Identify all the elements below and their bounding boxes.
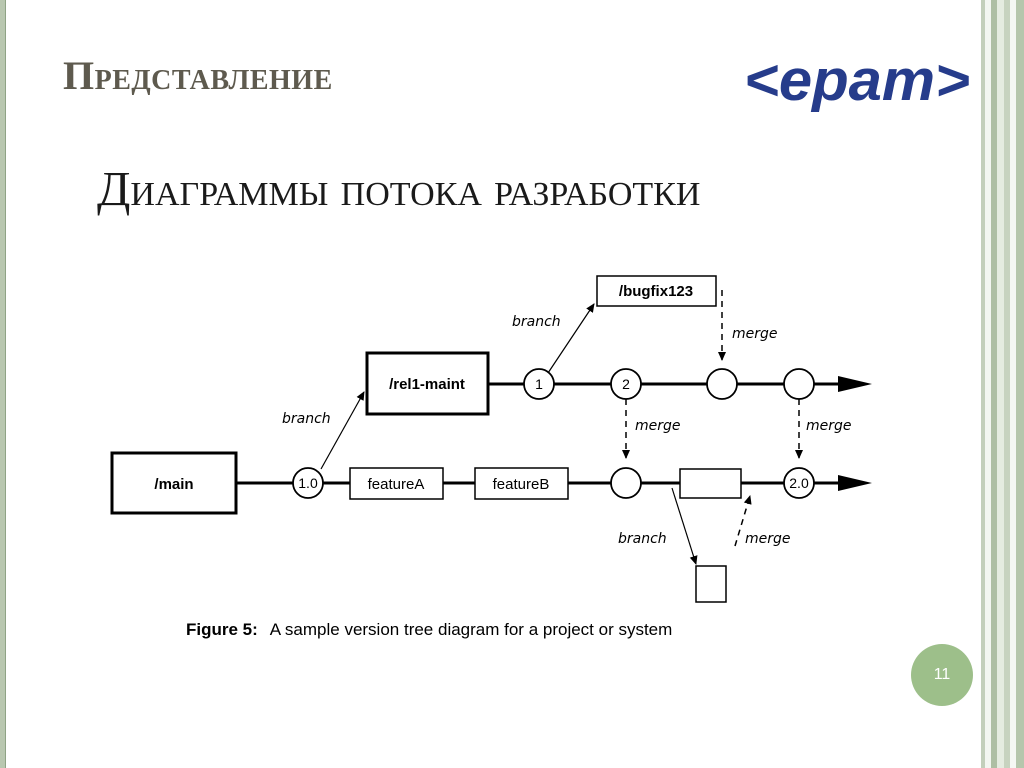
rel1-arrowhead [838, 376, 872, 392]
box-main-label: /main [154, 476, 193, 493]
edge-label-merge-sub: merge [745, 531, 791, 547]
caption-label: Figure 5: [186, 620, 258, 639]
box-bugfix123-label: /bugfix123 [619, 283, 693, 300]
edge-label-merge-rel1-end: merge [806, 418, 852, 434]
node-1-label: 1 [535, 376, 543, 392]
caption-text: A sample version tree diagram for a proj… [270, 620, 673, 639]
version-tree-diagram: /main /rel1-maint /bugfix123 featureA fe… [110, 275, 872, 639]
box-main [110, 451, 238, 515]
box-featureB-label: featureB [493, 476, 550, 493]
node-2 [610, 368, 642, 400]
slide-title: Диаграммы потока разработки [97, 161, 701, 216]
node-2-0 [783, 467, 815, 499]
frame-right-border [978, 0, 1024, 768]
slide-kicker: Представление [63, 53, 333, 98]
box-featureA-label: featureA [368, 476, 425, 493]
diagram-caption: Figure 5: A sample version tree diagram … [186, 620, 672, 639]
edge-label-branch-sub: branch [618, 531, 667, 547]
frame-left-border [0, 0, 6, 768]
node-1 [523, 368, 555, 400]
box-featureA [349, 467, 444, 500]
epam-logo: <epam> [744, 50, 970, 112]
branch-arrow-sub [671, 487, 698, 565]
node-2-0-label: 2.0 [789, 475, 809, 491]
node-1-0-label: 1.0 [298, 475, 318, 491]
logo-wordmark: <epam> [744, 50, 970, 112]
page-number-badge: 11 [911, 644, 973, 706]
edge-label-merge-bugfix: merge [732, 326, 778, 342]
node-1-0 [292, 467, 324, 499]
merge-arrow-sub [734, 495, 752, 547]
box-unlabeled-sub [695, 565, 727, 603]
main-arrowhead [838, 475, 872, 491]
edge-label-branch-bugfix: branch [512, 314, 561, 330]
edge-label-merge-rel1-2: merge [635, 418, 681, 434]
node-2-label: 2 [622, 376, 630, 392]
page-number: 11 [933, 666, 951, 683]
box-bugfix123 [596, 275, 717, 307]
box-rel1-maint-label: /rel1-maint [389, 376, 465, 393]
node-merge-rel1 [706, 368, 738, 400]
box-rel1-maint [365, 351, 490, 416]
branch-arrow-bugfix [547, 303, 595, 374]
box-unlabeled-main [679, 468, 742, 499]
box-featureB [474, 467, 569, 500]
branch-arrow-rel1 [320, 391, 365, 470]
node-end-rel1 [783, 368, 815, 400]
edge-label-branch-rel1: branch [282, 411, 331, 427]
node-merge-main [610, 467, 642, 499]
